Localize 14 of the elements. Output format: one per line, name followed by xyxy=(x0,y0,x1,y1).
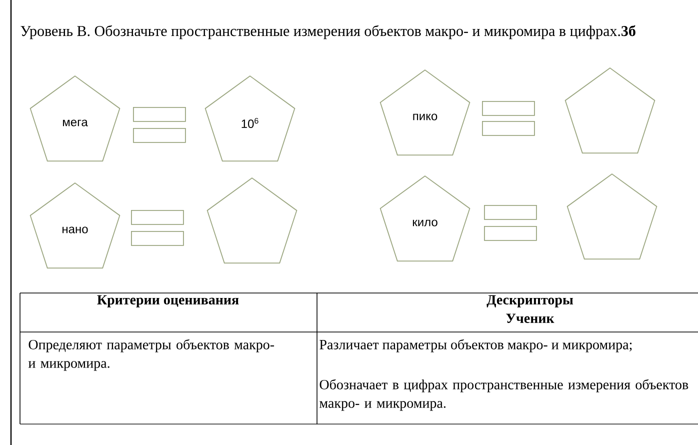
descriptor-text: Различает параметры объектов макро- и микромира; xyxy=(320,339,632,352)
answer-box xyxy=(482,121,535,136)
answer-box xyxy=(133,128,186,143)
column-header: Критерии оценивания xyxy=(97,295,239,308)
answer-box xyxy=(482,101,535,116)
descriptor-text: Обозначает в цифрах пространственные измерения объектов макро- и микромира. xyxy=(320,379,688,411)
criterion-text: Определяют параметры объектов макро- и микромира. xyxy=(28,339,274,371)
answer-box xyxy=(484,226,537,241)
answer-box xyxy=(131,210,184,225)
column-header: Дескрипторы Ученик xyxy=(486,295,574,324)
task-title: Уровень В. Обозначьте пространственные измерения объектов макро- и микромира в цифрах.3б xyxy=(20,25,636,40)
answer-box xyxy=(133,107,186,122)
answer-box xyxy=(131,231,184,246)
answer-box xyxy=(484,205,537,220)
